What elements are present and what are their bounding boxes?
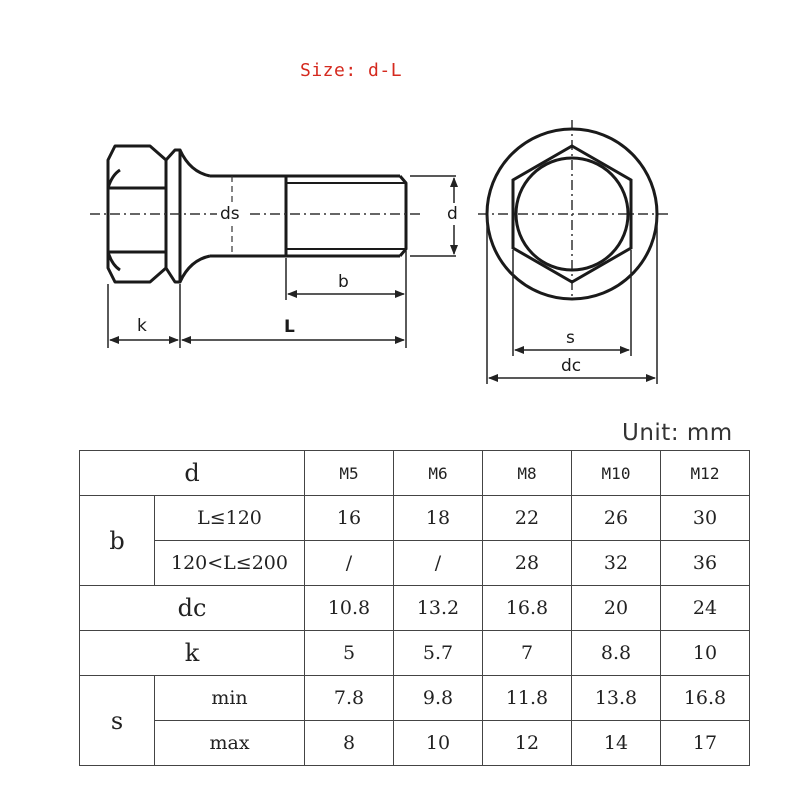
condition-cell: max — [154, 720, 305, 766]
value-cell: 10.8 — [304, 585, 394, 631]
k-label: k — [137, 316, 147, 336]
table-row-dc: dc 10.8 13.2 16.8 20 24 — [79, 585, 750, 631]
shank-side-view — [210, 174, 408, 258]
dc-label: dc — [561, 356, 581, 376]
header-size-cell: M10 — [571, 450, 661, 496]
ds-label: ds — [220, 204, 240, 224]
value-cell: / — [393, 540, 483, 586]
value-cell: 5.7 — [393, 630, 483, 676]
value-cell: 16.8 — [660, 675, 750, 721]
bolt-end-view — [485, 127, 659, 301]
value-cell: 32 — [571, 540, 661, 586]
size-label: Size: d-L — [300, 60, 403, 81]
L-label: L — [284, 317, 295, 337]
header-size-cell: M6 — [393, 450, 483, 496]
value-cell: 26 — [571, 495, 661, 541]
value-cell: 22 — [482, 495, 572, 541]
condition-cell: L≤120 — [154, 495, 305, 541]
header-size-cell: M12 — [660, 450, 750, 496]
row-label-b: b — [79, 495, 155, 586]
centerline — [90, 120, 670, 300]
table-header-row: d M5 M6 M8 M10 M12 — [79, 450, 750, 496]
value-cell: 8.8 — [571, 630, 661, 676]
value-cell: 5 — [304, 630, 394, 676]
b-label: b — [338, 272, 349, 292]
value-cell: 9.8 — [393, 675, 483, 721]
unit-label: Unit: mm — [622, 420, 733, 446]
row-label-s: s — [79, 675, 155, 766]
value-cell: 30 — [660, 495, 750, 541]
d-label: d — [447, 204, 458, 224]
value-cell: 17 — [660, 720, 750, 766]
value-cell: 24 — [660, 585, 750, 631]
row-label-k: k — [79, 630, 305, 676]
table-row-k: k 5 5.7 7 8.8 10 — [79, 630, 750, 676]
row-label-dc: dc — [79, 585, 305, 631]
value-cell: 14 — [571, 720, 661, 766]
value-cell: / — [304, 540, 394, 586]
flange-side-view — [164, 148, 211, 284]
header-size-cell: M8 — [482, 450, 572, 496]
value-cell: 13.2 — [393, 585, 483, 631]
spec-table: d M5 M6 M8 M10 M12 b L≤120 16 18 22 26 3… — [79, 450, 750, 766]
condition-cell: 120<L≤200 — [154, 540, 305, 586]
header-d-cell: d — [79, 450, 305, 496]
table-row-s-min: s min 7.8 9.8 11.8 13.8 16.8 — [79, 675, 750, 766]
value-cell: 16.8 — [482, 585, 572, 631]
condition-cell: min — [154, 675, 305, 721]
s-label: s — [566, 328, 575, 348]
value-cell: 10 — [393, 720, 483, 766]
dimension-lines — [107, 175, 658, 384]
value-cell: 13.8 — [571, 675, 661, 721]
table-row-b-2: 120<L≤200 / / 28 32 36 — [80, 540, 750, 586]
table-row-b-1: b L≤120 16 18 22 26 30 — [79, 495, 750, 586]
table-row-s-max: max 8 10 12 14 17 — [80, 720, 750, 766]
value-cell: 8 — [304, 720, 394, 766]
value-cell: 7 — [482, 630, 572, 676]
value-cell: 11.8 — [482, 675, 572, 721]
value-cell: 16 — [304, 495, 394, 541]
bolt-drawing: ds d b k L s dc — [90, 120, 670, 384]
value-cell: 36 — [660, 540, 750, 586]
value-cell: 7.8 — [304, 675, 394, 721]
value-cell: 12 — [482, 720, 572, 766]
value-cell: 18 — [393, 495, 483, 541]
value-cell: 20 — [571, 585, 661, 631]
header-size-cell: M5 — [304, 450, 394, 496]
value-cell: 28 — [482, 540, 572, 586]
value-cell: 10 — [660, 630, 750, 676]
